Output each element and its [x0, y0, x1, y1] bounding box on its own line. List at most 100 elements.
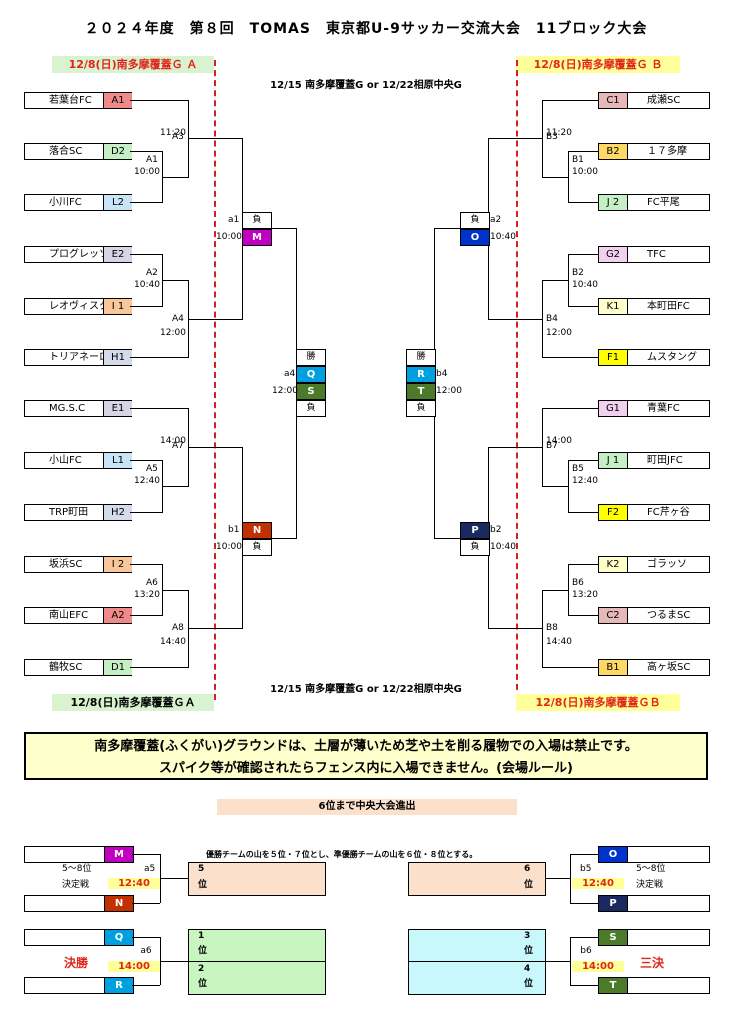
match-label: a1	[228, 215, 240, 225]
bracket-line	[130, 306, 162, 307]
rank-num: 4	[524, 964, 531, 974]
bracket-line	[568, 254, 569, 307]
team-name: 小山FC	[49, 455, 82, 466]
divider-left	[214, 60, 216, 700]
match-label: b5	[580, 864, 592, 874]
match-label: A6	[146, 577, 158, 588]
rank-pos: 位	[198, 979, 208, 989]
bracket-line	[570, 854, 571, 903]
match-label: b4	[436, 369, 448, 379]
bracket-line	[544, 878, 570, 879]
team-code: B2	[599, 144, 628, 159]
bracket-line	[542, 176, 568, 178]
bracket-line	[488, 447, 542, 448]
bracket-line	[542, 667, 598, 668]
team-code: H2	[103, 505, 132, 520]
match-label: B6	[572, 577, 584, 588]
deciding-label: 決定戦	[636, 880, 664, 890]
bracket-line	[568, 615, 598, 616]
team-name: つるまSC	[647, 610, 691, 621]
bracket-line	[162, 589, 188, 591]
bracket-line	[162, 486, 188, 487]
match-time: 14:00	[160, 436, 186, 446]
divider-right	[516, 60, 518, 700]
bracket-line	[542, 280, 543, 358]
team-code: F1	[599, 350, 628, 365]
bracket-line	[132, 937, 160, 938]
bracket-line	[568, 306, 598, 307]
bracket-line	[434, 228, 460, 230]
team-code: G1	[599, 401, 628, 416]
bracket-line	[568, 151, 598, 152]
bracket-code-s: S	[598, 929, 628, 946]
match-label: b6	[580, 946, 592, 956]
match-time: 12:00	[436, 386, 462, 396]
bracket-line	[188, 318, 242, 320]
match-label: A4	[172, 313, 184, 324]
match-label: a6	[140, 946, 152, 956]
match-label: A7	[172, 441, 184, 451]
win-label: 勝	[406, 349, 436, 366]
match-time: 10:00	[134, 166, 160, 177]
team-code: E2	[103, 247, 132, 262]
bracket-line	[542, 100, 543, 178]
bracket-line	[488, 628, 542, 630]
rank-pos: 位	[198, 880, 208, 890]
bracket-line	[130, 512, 162, 513]
team-name: FC芹ヶ谷	[647, 507, 690, 518]
team-code: I 2	[103, 557, 132, 572]
bracket-line	[542, 408, 543, 487]
match-label: B7	[546, 441, 558, 451]
rank-pos: 位	[524, 979, 534, 989]
notice-box: 南多摩覆蓋(ふくがい)グラウンドは、土層が薄いため芝や土を削る履物での入場は禁止…	[24, 732, 708, 780]
match-label: B3	[546, 132, 558, 143]
match-label: A8	[172, 623, 184, 634]
team-code: H1	[103, 350, 132, 365]
match-time: 13:20	[572, 589, 598, 600]
match-label: B1	[572, 154, 584, 165]
team-code: J 1	[599, 453, 628, 468]
bracket-line	[130, 202, 162, 203]
team-name: MG.S.C	[49, 403, 86, 414]
bracket-line	[270, 537, 296, 539]
match-label: a2	[490, 215, 502, 225]
rank-divider	[408, 961, 546, 962]
bracket-line	[568, 151, 569, 203]
match-label: A1	[146, 154, 158, 165]
rank-pos: 位	[524, 880, 534, 890]
bracket-line	[162, 280, 188, 281]
match-label: a4	[284, 369, 296, 379]
team-name: ゴラッソ	[647, 559, 687, 570]
final-label: 決勝	[64, 956, 89, 970]
team-code: D1	[103, 660, 132, 675]
match-time: 10:40	[490, 542, 516, 552]
bracket-line	[130, 151, 162, 152]
team-name: トリアネーロ	[49, 352, 109, 363]
match-time: 12:40	[572, 878, 624, 889]
deciding-label: 決定戦	[62, 880, 90, 890]
bracket-code-m: M	[104, 846, 134, 863]
bracket-line	[130, 100, 188, 101]
bracket-line	[130, 408, 188, 409]
bracket-line	[568, 564, 598, 565]
bracket-line	[568, 460, 569, 513]
bracket-code-r: R	[406, 366, 436, 383]
match-time: 12:00	[272, 386, 298, 396]
bracket-line	[568, 202, 598, 203]
rank-pos: 位	[198, 946, 208, 956]
team-code: E1	[103, 401, 132, 416]
bracket-line	[568, 254, 598, 255]
bracket-line	[568, 564, 569, 616]
team-code: J 2	[599, 195, 628, 210]
match-time: 12:00	[546, 327, 572, 338]
notice-line1: 南多摩覆蓋(ふくがい)グラウンドは、土層が薄いため芝や土を削る履物での入場は禁止…	[94, 739, 638, 754]
lose-label: 負	[406, 400, 436, 417]
